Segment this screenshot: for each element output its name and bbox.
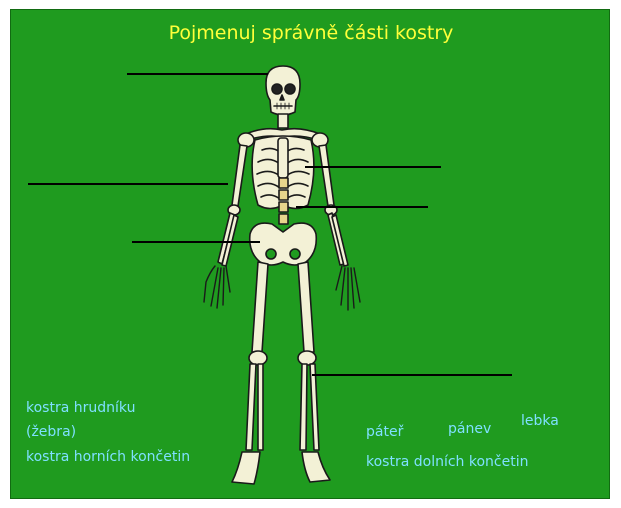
word-panev[interactable]: pánev [448,421,491,437]
right-arm [312,133,360,310]
pelvis [250,223,317,265]
right-leg [298,262,330,482]
word-kostra-hornich-koncetin[interactable]: kostra horních končetin [26,449,190,465]
word-pater[interactable]: páteř [366,424,403,440]
neck-vertebrae [278,114,288,128]
word-lebka[interactable]: lebka [521,413,559,429]
word-kostra-dolnich-koncetin[interactable]: kostra dolních končetin [366,454,528,470]
skull [266,66,300,115]
left-arm [204,133,254,308]
left-leg [232,262,268,484]
word-zebra[interactable]: (žebra) [26,424,76,440]
word-kostra-hrudniku[interactable]: kostra hrudníku [26,400,135,416]
